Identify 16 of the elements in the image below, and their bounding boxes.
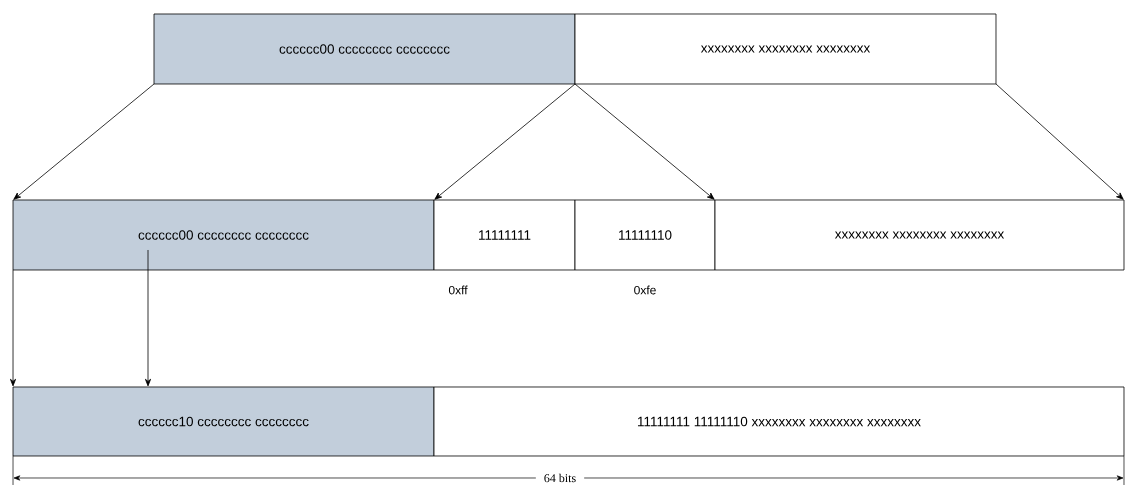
arrow [145,249,151,387]
value-label: 0xfe [634,285,656,295]
field-box: cccccc00 cccccccc cccccccc [12,199,435,271]
dimension-label: 64 bits [535,470,585,486]
field-box: 11111111 [433,199,576,271]
arrow [434,83,576,200]
field-box: 11111111 11111110 xxxxxxxx xxxxxxxx xxxxxxxx [433,386,1125,457]
arrow [10,269,16,387]
arrow [574,83,715,200]
field-box: cccccc00 cccccccc cccccccc [153,13,576,85]
arrow [995,83,1124,200]
value-label: 0xff [448,285,468,295]
field-box: xxxxxxxx xxxxxxxx xxxxxxxx [574,13,997,85]
field-box: cccccc10 cccccccc cccccccc [12,386,435,457]
arrow [13,83,155,200]
field-box: 11111110 [574,199,716,271]
